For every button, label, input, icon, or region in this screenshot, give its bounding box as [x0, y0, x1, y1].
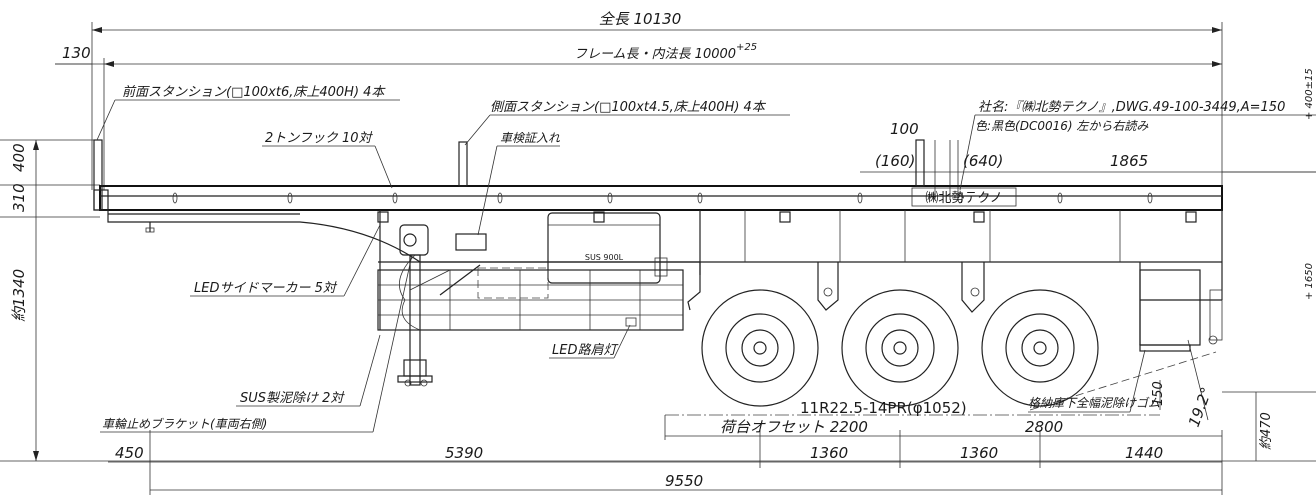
- wheels: [665, 262, 1160, 416]
- label-side-marker: LEDサイドマーカー 5対: [194, 281, 338, 296]
- leader-lines: [96, 99, 1316, 433]
- dim-9550: 9550: [665, 472, 703, 490]
- tank-label: SUS 900L: [585, 253, 624, 262]
- side-rack: [377, 267, 684, 331]
- label-step-light: LED路肩灯: [552, 342, 618, 358]
- trailer-deck: [93, 139, 1223, 211]
- dimension-texts: 全長 10130 130 フレーム長・内法長 10000 +25 100 (16…: [10, 10, 1315, 490]
- dim-470: 約470: [1259, 412, 1274, 450]
- inspection-box: [455, 233, 487, 251]
- dim-1340: 約1340: [10, 269, 28, 322]
- dim-overall-length: 全長 10130: [599, 10, 682, 28]
- dim-310: 310: [10, 183, 28, 212]
- fuel-tank: SUS 900L: [547, 212, 668, 284]
- wheel-3: [981, 289, 1099, 407]
- dim-2800: 2800: [1025, 418, 1063, 436]
- dim-5390: 5390: [445, 444, 483, 462]
- label-mudguard: SUS製泥除け 2対: [240, 390, 345, 406]
- body-logo-text: ㈱北勢テクノ: [925, 191, 1002, 206]
- dim-front-offset: 130: [62, 44, 91, 62]
- dim-angle: 19.2°: [1185, 385, 1216, 430]
- label-front-stanchion: 前面スタンション(□100xt6,床上400H) 4本: [122, 85, 386, 100]
- label-company: 社名:『㈱北勢テクノ』,DWG.49-100-3449,A=150: [978, 100, 1285, 115]
- dim-400: 400: [10, 143, 28, 172]
- dim-1360-a: 1360: [810, 444, 848, 462]
- dim-640: (640): [963, 152, 1003, 170]
- label-hook: 2トンフック 10対: [265, 131, 374, 146]
- dim-2200: 荷台オフセット 2200: [720, 418, 868, 436]
- label-wheel-bracket: 車輪止めブラケット(車両右側): [102, 417, 267, 431]
- wheel-2: [841, 289, 959, 407]
- dimension-lines-bottom: [108, 380, 1316, 495]
- wheel-1: [701, 289, 819, 407]
- dim-right-mid: + 1650: [1304, 263, 1315, 300]
- label-tire: 11R22.5-14PR(φ1052): [800, 399, 967, 417]
- dimension-lines-top: [55, 22, 1316, 200]
- dim-160: (160): [875, 152, 915, 170]
- label-inspection: 車検証入れ: [500, 131, 561, 145]
- label-side-stanchion: 側面スタンション(□100xt4.5,床上400H) 4本: [490, 100, 767, 115]
- dim-100: 100: [890, 120, 919, 138]
- dim-450: 450: [115, 444, 144, 462]
- chassis: [377, 210, 1223, 352]
- dim-1440: 1440: [1125, 444, 1163, 462]
- dimension-lines-left: [0, 139, 1316, 462]
- annotation-texts: 前面スタンション(□100xt6,床上400H) 4本 側面スタンション(□10…: [102, 85, 1285, 431]
- dim-150: 150: [1151, 381, 1166, 406]
- dim-1360-b: 1360: [960, 444, 998, 462]
- dim-right-top: + 400±15: [1304, 68, 1315, 120]
- dim-frame-length: フレーム長・内法長 10000: [574, 47, 736, 62]
- label-rear-mudguard: 格納庫下全幅泥除けゴム: [1028, 396, 1160, 410]
- dim-1865: 1865: [1110, 152, 1148, 170]
- dim-frame-tolerance: +25: [736, 42, 757, 53]
- label-color: 色:黒色(DC0016) 左から右読み: [975, 119, 1149, 133]
- landing-gear: [397, 224, 481, 387]
